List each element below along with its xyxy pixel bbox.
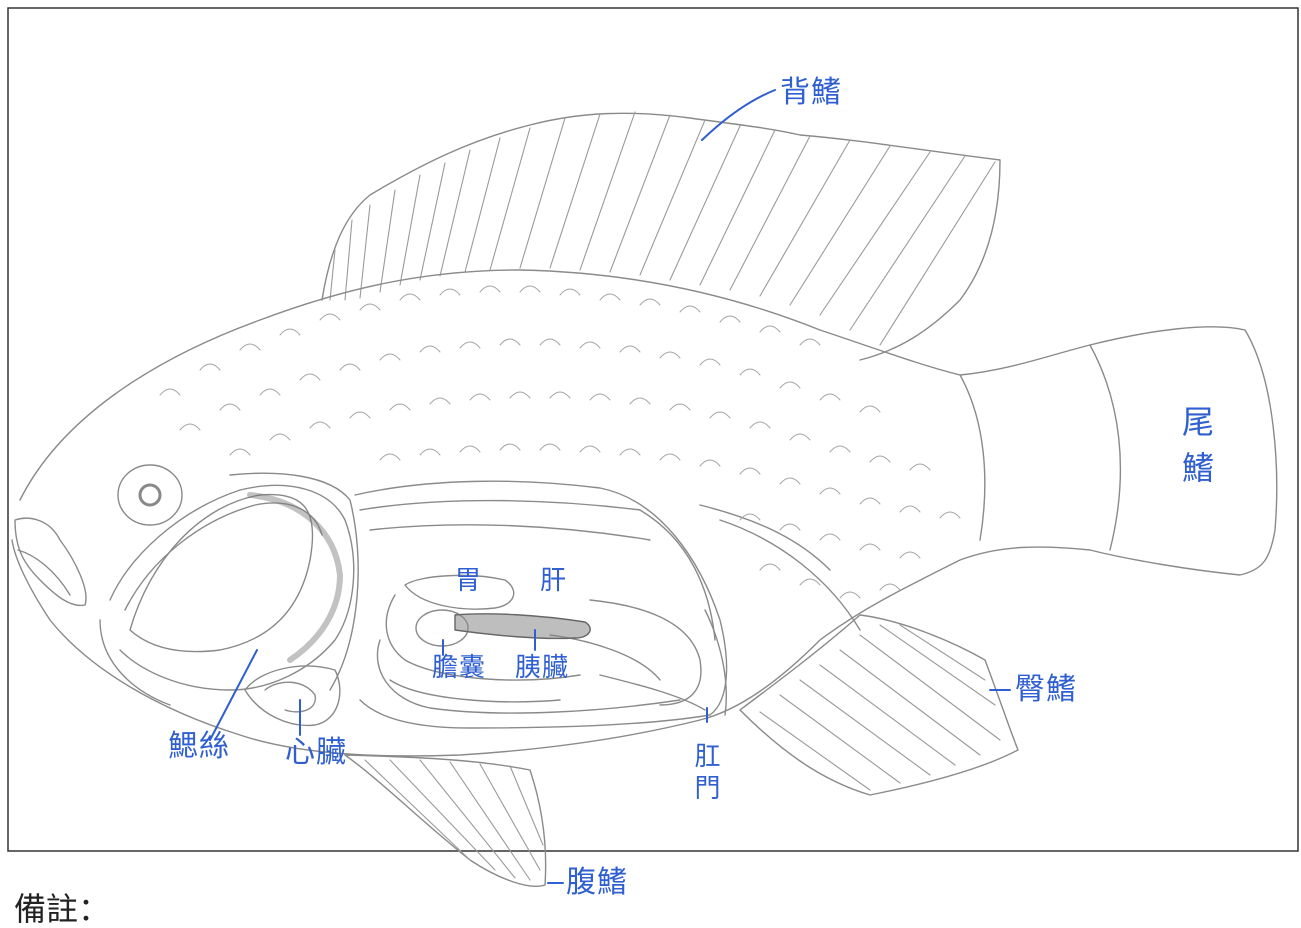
pelvic-fin-label: 腹鰭: [566, 865, 628, 900]
gallbladder-label: 膽囊: [432, 653, 487, 683]
heart-chamber: [244, 665, 341, 727]
caudal-fin-base: [959, 374, 986, 541]
dorsal-fin: [321, 112, 1001, 361]
mouth: [14, 517, 87, 607]
body-cavity: [354, 480, 728, 729]
pancreas-label: 胰臟: [515, 653, 570, 683]
gills-label: 鰓絲: [168, 729, 230, 764]
operculum: [109, 484, 355, 691]
dorsal-fin-pointer: [701, 89, 776, 141]
anal-fin: [739, 614, 1019, 796]
caudal-fin-label: 尾鰭: [1177, 405, 1215, 497]
dorsal-fin-label: 背鰭: [780, 75, 842, 110]
stomach-organ: [404, 574, 515, 610]
anus-label: 肛門: [690, 742, 720, 806]
pelvic-fin: [344, 754, 547, 887]
eye: [117, 464, 183, 526]
liver-label: 肝: [540, 566, 568, 596]
diagram-frame: [7, 7, 1299, 852]
heart-label: 心臟: [285, 735, 347, 770]
gills-pointer: [209, 649, 258, 741]
pelvic-fin-rays: [364, 759, 544, 881]
note-label: 備註：: [14, 890, 111, 928]
pancreas-organ: [454, 613, 591, 640]
gill-region: [129, 493, 314, 653]
fish-body-outline: [11, 269, 1278, 757]
anal-fin-label: 臀鰭: [1015, 672, 1077, 707]
scales: [159, 285, 961, 599]
anal-fin-rays: [759, 624, 1001, 791]
dorsal-fin-rays: [329, 111, 996, 346]
stomach-label: 胃: [455, 566, 483, 596]
